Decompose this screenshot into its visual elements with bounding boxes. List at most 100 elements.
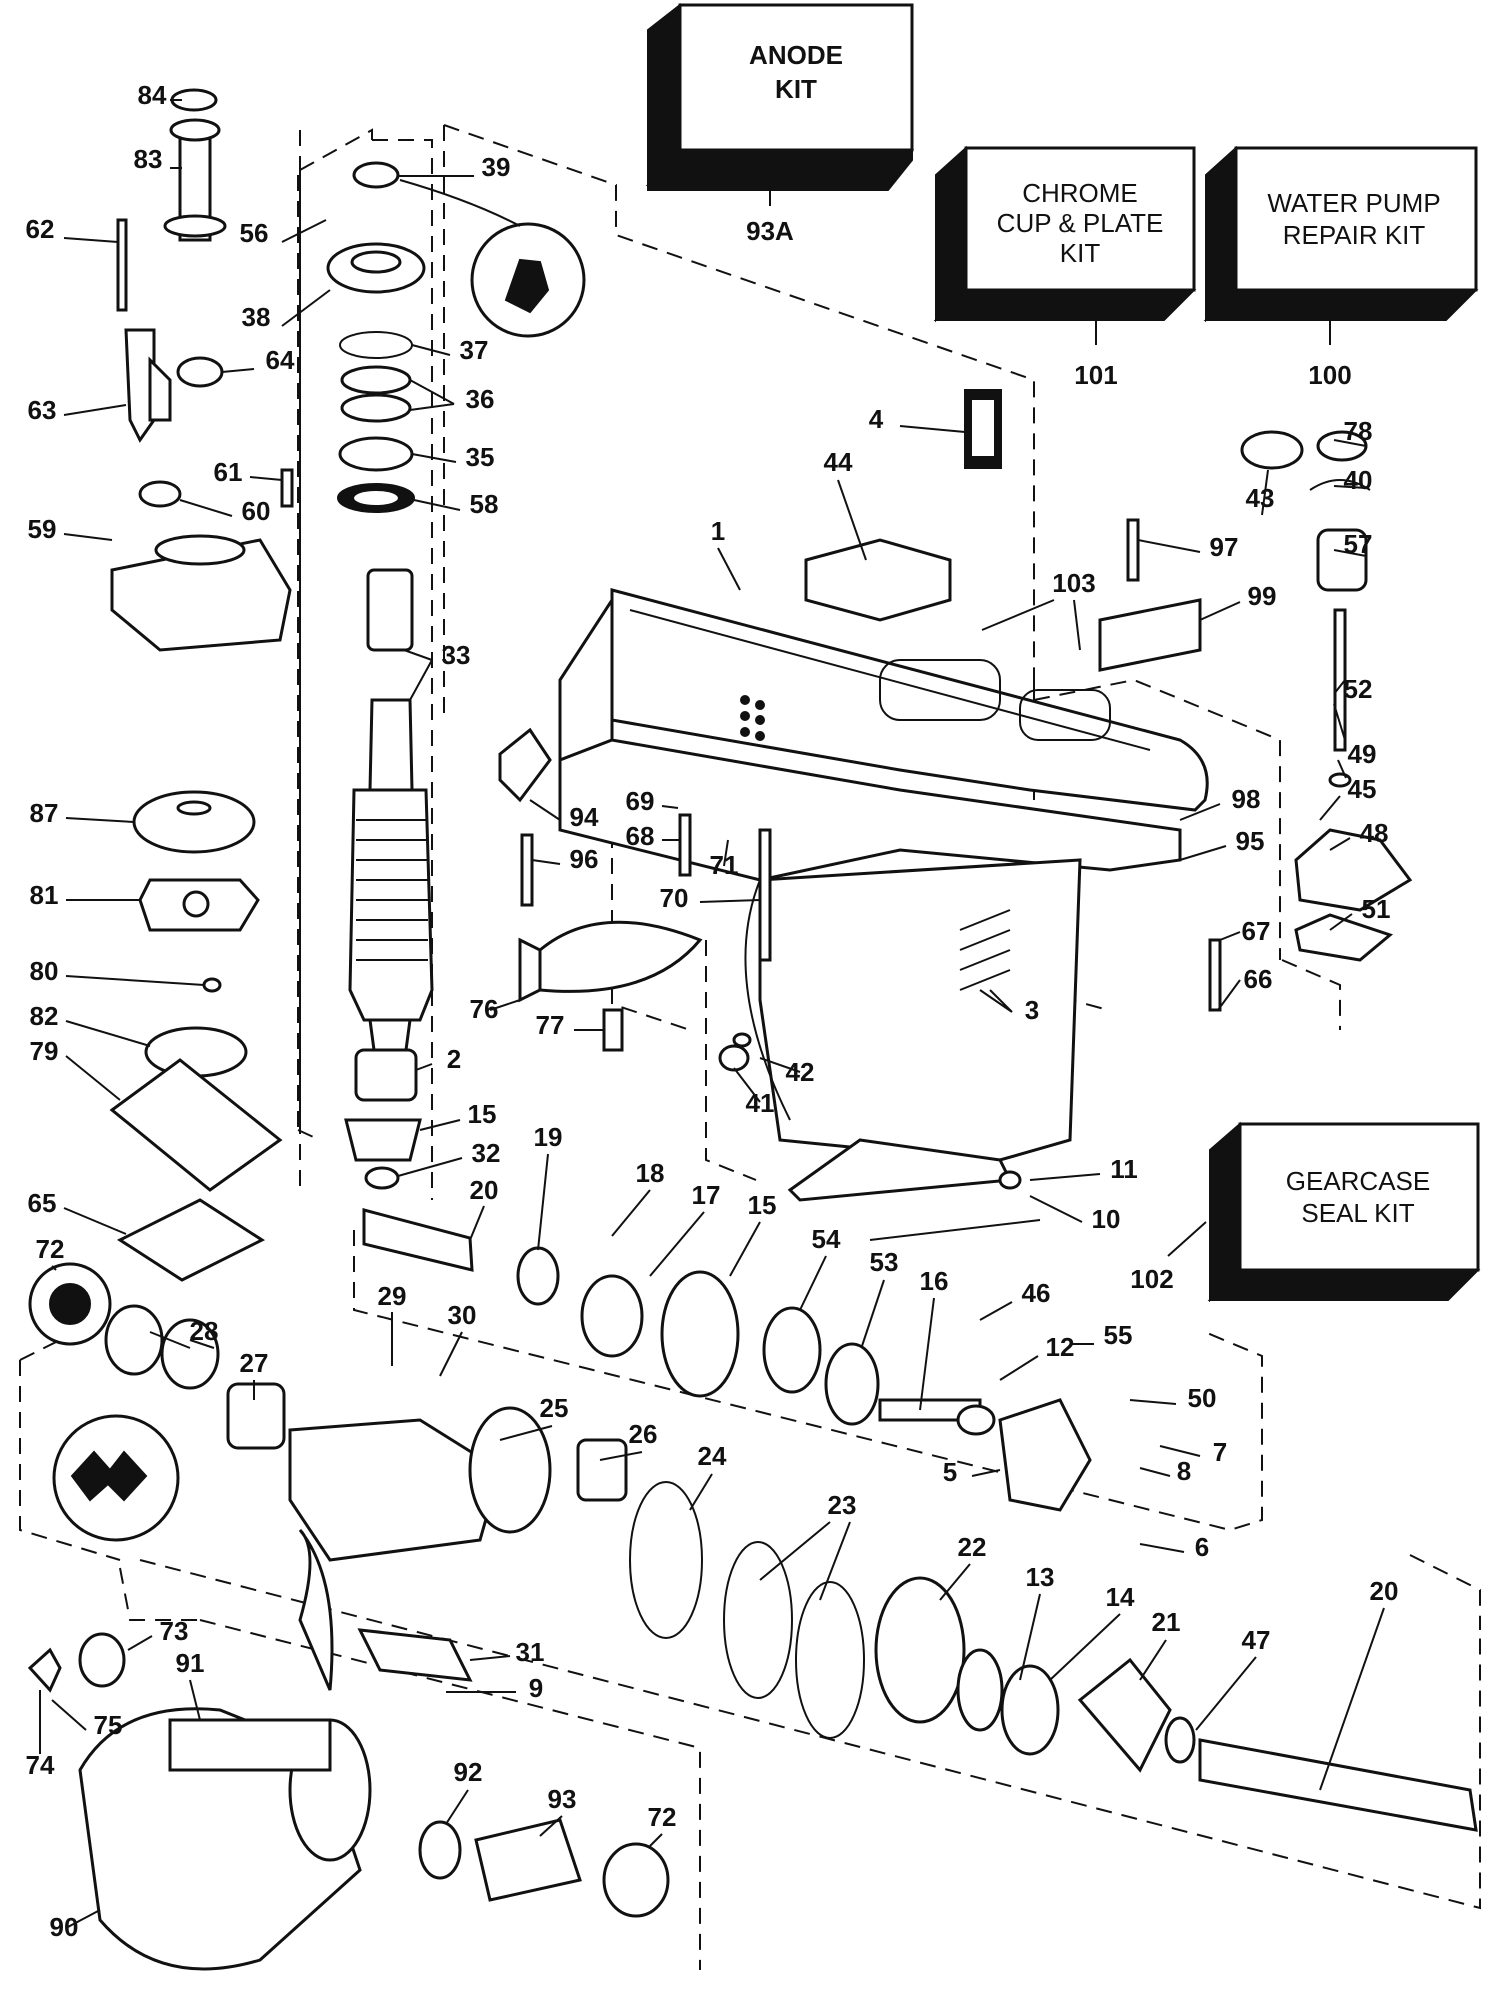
callout-72: 72 bbox=[648, 1802, 677, 1832]
kit-anode-line-1: ANODE bbox=[749, 40, 843, 70]
callout-87: 87 bbox=[30, 798, 59, 828]
callout-75: 75 bbox=[94, 1710, 123, 1740]
kit-chrome-cup-line-2: CUP & PLATE bbox=[997, 208, 1164, 238]
callout-13: 13 bbox=[1026, 1562, 1055, 1592]
callout-70: 70 bbox=[660, 883, 689, 913]
callout-78: 78 bbox=[1344, 416, 1373, 446]
callout-3: 3 bbox=[1025, 995, 1039, 1025]
callout-97: 97 bbox=[1210, 532, 1239, 562]
callout-81: 81 bbox=[30, 880, 59, 910]
callout-35: 35 bbox=[466, 442, 495, 472]
callout-12: 12 bbox=[1046, 1332, 1075, 1362]
callout-71: 71 bbox=[710, 850, 739, 880]
callout-24: 24 bbox=[698, 1441, 727, 1471]
callout-96: 96 bbox=[570, 844, 599, 874]
callout-47: 47 bbox=[1242, 1625, 1271, 1655]
callout-19: 19 bbox=[534, 1122, 563, 1152]
callout-29: 29 bbox=[378, 1281, 407, 1311]
kit-water-pump-box: WATER PUMP REPAIR KIT 100 bbox=[1203, 145, 1479, 390]
callout-30: 30 bbox=[448, 1300, 477, 1330]
callout-67: 67 bbox=[1242, 916, 1271, 946]
kit-chrome-cup-box: CHROME CUP & PLATE KIT 101 bbox=[933, 145, 1197, 390]
callout-11: 11 bbox=[1110, 1154, 1138, 1184]
callout-98: 98 bbox=[1232, 784, 1261, 814]
callout-83: 83 bbox=[134, 144, 163, 174]
callout-36: 36 bbox=[466, 384, 495, 414]
callout-103: 103 bbox=[1052, 568, 1095, 598]
callout-63: 63 bbox=[28, 395, 57, 425]
callout-94: 94 bbox=[570, 802, 599, 832]
kit-gearcase-seal-line-2: SEAL KIT bbox=[1301, 1198, 1414, 1228]
callout-25: 25 bbox=[540, 1393, 569, 1423]
callout-56: 56 bbox=[240, 218, 269, 248]
callout-64: 64 bbox=[266, 345, 295, 375]
callout-4: 4 bbox=[869, 404, 884, 434]
callout-53: 53 bbox=[870, 1247, 899, 1277]
callout-57: 57 bbox=[1344, 529, 1373, 559]
callout-68: 68 bbox=[626, 821, 655, 851]
callout-8: 8 bbox=[1177, 1456, 1191, 1486]
callout-48: 48 bbox=[1360, 818, 1389, 848]
upper-seal-and-bearing-stack bbox=[326, 161, 586, 513]
callout-1: 1 bbox=[711, 516, 725, 546]
callout-15: 15 bbox=[468, 1099, 497, 1129]
callout-41: 41 bbox=[746, 1088, 775, 1118]
callout-50: 50 bbox=[1188, 1383, 1217, 1413]
callout-20: 20 bbox=[470, 1175, 499, 1205]
kit-chrome-cup-line-3: KIT bbox=[1060, 238, 1101, 268]
callout-82: 82 bbox=[30, 1001, 59, 1031]
callout-69: 69 bbox=[626, 786, 655, 816]
callout-23: 23 bbox=[828, 1490, 857, 1520]
callout-62: 62 bbox=[26, 214, 55, 244]
callout-22: 22 bbox=[958, 1532, 987, 1562]
callout-72: 72 bbox=[36, 1234, 65, 1264]
kit-water-pump-line-2: REPAIR KIT bbox=[1283, 220, 1426, 250]
callout-31: 31 bbox=[516, 1637, 545, 1667]
kit-anode-box: ANODE KIT 93A bbox=[645, 2, 915, 246]
callout-51: 51 bbox=[1362, 894, 1391, 924]
kit-anode-part-number: 93A bbox=[746, 216, 794, 246]
right-column-parts bbox=[498, 389, 1413, 1190]
callout-38: 38 bbox=[242, 302, 271, 332]
callout-54: 54 bbox=[812, 1224, 841, 1254]
callout-7: 7 bbox=[1213, 1437, 1227, 1467]
callout-18: 18 bbox=[636, 1158, 665, 1188]
callout-2: 2 bbox=[447, 1044, 461, 1074]
callout-66: 66 bbox=[1244, 964, 1273, 994]
callout-17: 17 bbox=[692, 1180, 721, 1210]
callout-46: 46 bbox=[1022, 1278, 1051, 1308]
kit-chrome-cup-line-1: CHROME bbox=[1022, 178, 1138, 208]
callout-55: 55 bbox=[1104, 1320, 1133, 1350]
kit-gearcase-seal-part-number: 102 bbox=[1130, 1264, 1173, 1294]
callout-61: 61 bbox=[214, 457, 243, 487]
callout-92: 92 bbox=[454, 1757, 483, 1787]
callout-16: 16 bbox=[920, 1266, 949, 1296]
callout-44: 44 bbox=[824, 447, 853, 477]
callout-80: 80 bbox=[30, 956, 59, 986]
callout-40: 40 bbox=[1344, 465, 1373, 495]
callout-32: 32 bbox=[472, 1138, 501, 1168]
callout-93: 93 bbox=[548, 1784, 577, 1814]
callout-28: 28 bbox=[190, 1316, 219, 1346]
callout-43: 43 bbox=[1246, 483, 1275, 513]
callout-45: 45 bbox=[1348, 774, 1377, 804]
callout-65: 65 bbox=[28, 1188, 57, 1218]
callout-27: 27 bbox=[240, 1348, 269, 1378]
callout-52: 52 bbox=[1344, 674, 1373, 704]
kit-gearcase-seal-box: GEARCASE SEAL KIT 102 bbox=[1130, 1121, 1481, 1303]
drive-shaft-assembly bbox=[344, 568, 434, 1190]
lower-shaft-parts bbox=[288, 1208, 1478, 1832]
callout-42: 42 bbox=[786, 1057, 815, 1087]
callout-59: 59 bbox=[28, 514, 57, 544]
propeller-assembly bbox=[27, 1528, 670, 1971]
callout-49: 49 bbox=[1348, 739, 1377, 769]
callout-20: 20 bbox=[1370, 1576, 1399, 1606]
callout-33: 33 bbox=[442, 640, 471, 670]
callout-5: 5 bbox=[943, 1457, 957, 1487]
callout-79: 79 bbox=[30, 1036, 59, 1066]
kit-chrome-cup-part-number: 101 bbox=[1074, 360, 1117, 390]
callout-84: 84 bbox=[138, 80, 167, 110]
callout-14: 14 bbox=[1106, 1582, 1135, 1612]
